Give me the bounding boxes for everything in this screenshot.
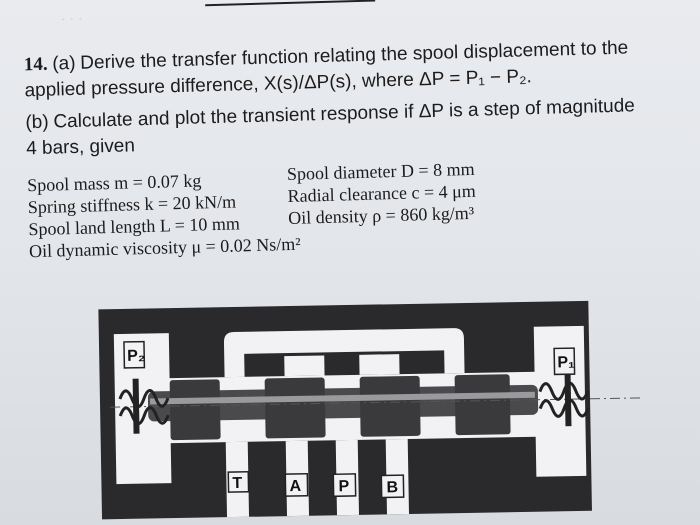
right-spring-plate <box>564 371 572 427</box>
spool-land-4 <box>454 374 511 436</box>
port-t-box <box>227 471 250 493</box>
right-spring-lower <box>538 398 590 418</box>
port-p-label: P <box>338 478 349 495</box>
spool-land-3 <box>359 375 421 437</box>
port-t-label: T <box>232 475 242 492</box>
upper-cutout-1 <box>284 355 325 377</box>
port-b-label: B <box>386 479 398 496</box>
pressure-channel <box>223 328 465 378</box>
left-spring <box>118 388 170 409</box>
port-b-box <box>380 474 405 499</box>
upper-cutout-2 <box>359 354 400 375</box>
left-end-chamber <box>113 333 172 485</box>
left-spring-plate <box>132 378 140 434</box>
port-a-box <box>284 472 309 497</box>
port-p2-box <box>123 340 146 369</box>
right-spring <box>538 381 590 401</box>
spool-highlight <box>149 391 535 405</box>
port-p1-box <box>553 347 576 376</box>
left-spring-lower <box>118 405 170 426</box>
port-a-label: A <box>289 478 301 495</box>
port-p-box <box>332 473 357 498</box>
port-p1-label: P₁ <box>557 354 575 371</box>
port-p2-label: P₂ <box>127 348 145 365</box>
spool-land-1 <box>169 379 221 441</box>
spool-land-2 <box>264 377 326 439</box>
centerline <box>110 397 641 408</box>
